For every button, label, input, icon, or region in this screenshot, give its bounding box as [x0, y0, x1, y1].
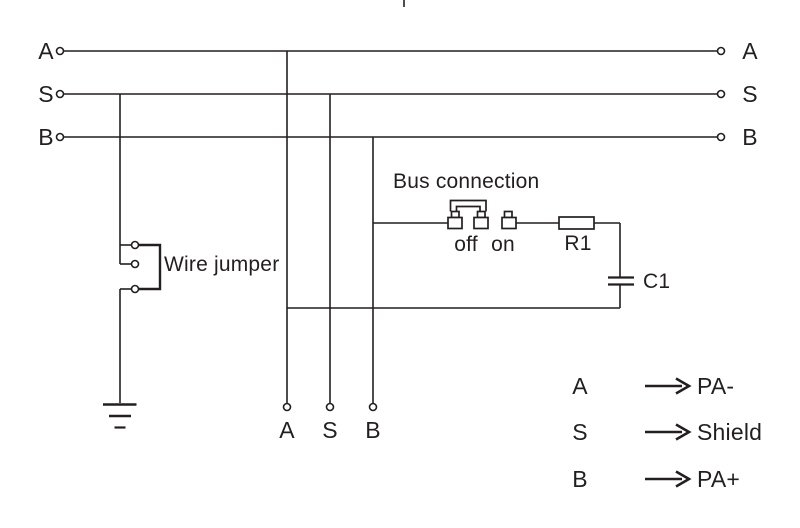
bus-s-right-label: S — [742, 81, 758, 107]
bus-line-a: A A — [38, 38, 758, 64]
ground-symbol — [103, 403, 137, 429]
bus-connection-title: Bus connection — [393, 170, 539, 193]
bus-connection-group: Bus connection off on R1 C1 — [287, 170, 670, 309]
legend-meaning-b: PA+ — [697, 466, 740, 492]
legend: A PA- S Shield B PA+ — [572, 373, 762, 492]
drop-terminal-a-circle — [282, 402, 292, 412]
right-arrow-icon — [645, 423, 692, 441]
switch-off-label: off — [454, 233, 478, 256]
bus-a-left-terminal-circle — [55, 46, 65, 56]
right-arrow-icon — [645, 470, 692, 488]
jumper-terminal-top-circle — [130, 240, 140, 250]
switch-on-label: on — [491, 233, 515, 256]
jumper-terminal-middle-circle — [130, 259, 140, 269]
legend-signal-s: S — [572, 419, 588, 445]
switch-on-box — [501, 216, 517, 230]
wire-jumper-bracket — [138, 243, 162, 291]
switch-off-left-pin — [450, 210, 460, 219]
bus-s-left-terminal-circle — [55, 89, 65, 99]
legend-row-s: S Shield — [572, 419, 762, 445]
resistor-r1-body — [558, 216, 595, 230]
drop-terminal-a-label: A — [279, 417, 295, 443]
bus-line-b: B B — [38, 124, 758, 150]
capacitor-c1-label: C1 — [643, 270, 670, 293]
drop-lines: A S B — [279, 51, 381, 443]
switch-off-left-box — [447, 216, 463, 230]
legend-signal-a: A — [572, 373, 588, 399]
bus-b-left-label: B — [38, 124, 54, 150]
jumper-terminal-bottom-circle — [130, 284, 140, 294]
wire-jumper-label: Wire jumper — [164, 253, 279, 276]
drop-terminal-s-label: S — [322, 417, 338, 443]
bus-b-right-terminal-circle — [716, 132, 726, 142]
right-arrow-icon — [645, 377, 692, 395]
arrow-head — [675, 423, 692, 441]
arrow-head — [675, 377, 692, 395]
legend-meaning-s: Shield — [697, 419, 762, 445]
drop-terminal-s-circle — [325, 402, 335, 412]
legend-signal-b: B — [572, 466, 588, 492]
switch-off-right-box — [473, 216, 489, 230]
legend-row-a: A PA- — [572, 373, 734, 399]
termination-jumper-inner — [455, 205, 481, 212]
resistor-r1-label: R1 — [564, 232, 591, 255]
drop-terminal-b-label: B — [365, 417, 381, 443]
drop-terminal-b-circle — [368, 402, 378, 412]
legend-meaning-a: PA- — [697, 373, 734, 399]
switch-on-pin — [503, 210, 513, 219]
legend-row-b: B PA+ — [572, 466, 740, 492]
switch-off-right-pin — [476, 210, 486, 219]
bus-a-left-label: A — [38, 38, 54, 64]
bus-a-right-terminal-circle — [716, 46, 726, 56]
bus-s-left-label: S — [38, 81, 54, 107]
arrow-head — [675, 470, 692, 488]
bus-line-s: S S — [38, 81, 758, 107]
bus-b-right-label: B — [742, 124, 758, 150]
termination-jumper-outer — [449, 199, 487, 212]
bus-a-right-label: A — [742, 38, 758, 64]
bus-s-right-terminal-circle — [716, 89, 726, 99]
bus-b-left-terminal-circle — [55, 132, 65, 142]
wire-jumper-group: Wire jumper — [103, 94, 279, 429]
